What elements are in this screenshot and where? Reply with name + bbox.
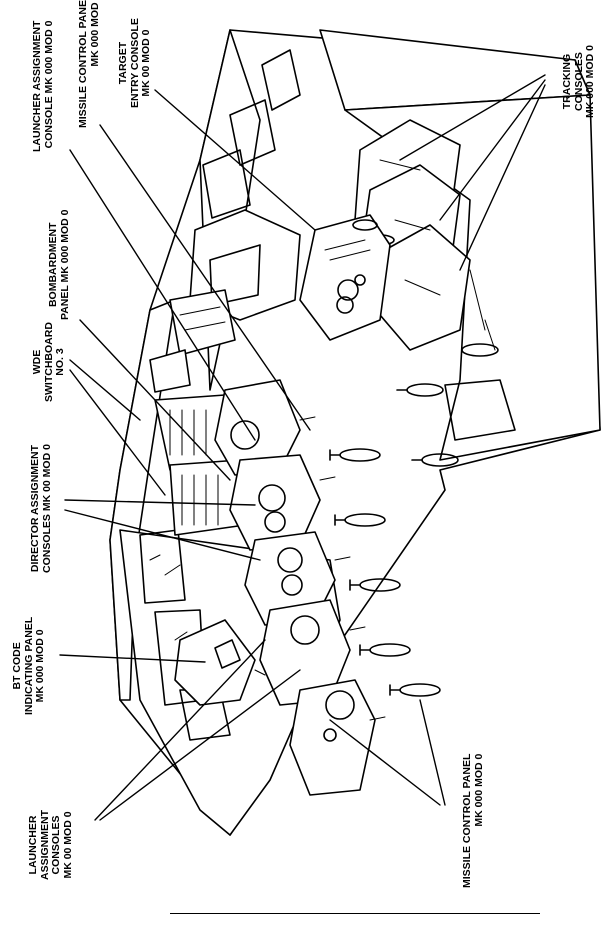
wde-switchboard <box>154 394 246 536</box>
label-bombardment-panel: BOMBARDMENT PANEL MK 000 MOD 0 <box>47 209 71 320</box>
console-row <box>214 379 386 796</box>
leader-lines <box>59 74 546 821</box>
tracking-consoles <box>354 119 499 357</box>
label-launcher-assignment-consoles: LAUNCHER ASSIGNMENT CONSOLES MK 00 MOD 0 <box>27 809 74 880</box>
label-director-assignment-consoles: DIRECTOR ASSIGNMENT CONSOLES MK 00 MOD 0 <box>29 444 53 573</box>
label-target-entry-console: TARGET ENTRY CONSOLE MK 00 MOD 0 <box>117 18 152 108</box>
bombardment-cabinet <box>149 209 301 393</box>
label-bt-code-indicating-panel: BT CODE INDICATING PANEL MK 000 MOD 0 <box>11 616 46 715</box>
target-entry-console <box>299 214 391 341</box>
label-missile-control-panel-top: MISSILE CONTROL PANEL MK 000 MOD 0 <box>77 0 101 128</box>
label-launcher-assignment-console: LAUNCHER ASSIGNMENT CONSOLE MK 000 MOD 0 <box>31 20 55 152</box>
label-tracking-consoles: TRACKING CONSOLES MK 000 MOD 0 <box>561 45 596 118</box>
bottom-rule <box>170 913 540 914</box>
bt-code-panel <box>174 619 266 706</box>
operator-chairs <box>329 219 459 697</box>
label-wde-switchboard: WDE SWITCHBOARD NO. 3 <box>31 322 66 402</box>
label-missile-control-panel-bottom: MISSILE CONTROL PANEL MK 000 MOD 0 <box>461 753 485 888</box>
